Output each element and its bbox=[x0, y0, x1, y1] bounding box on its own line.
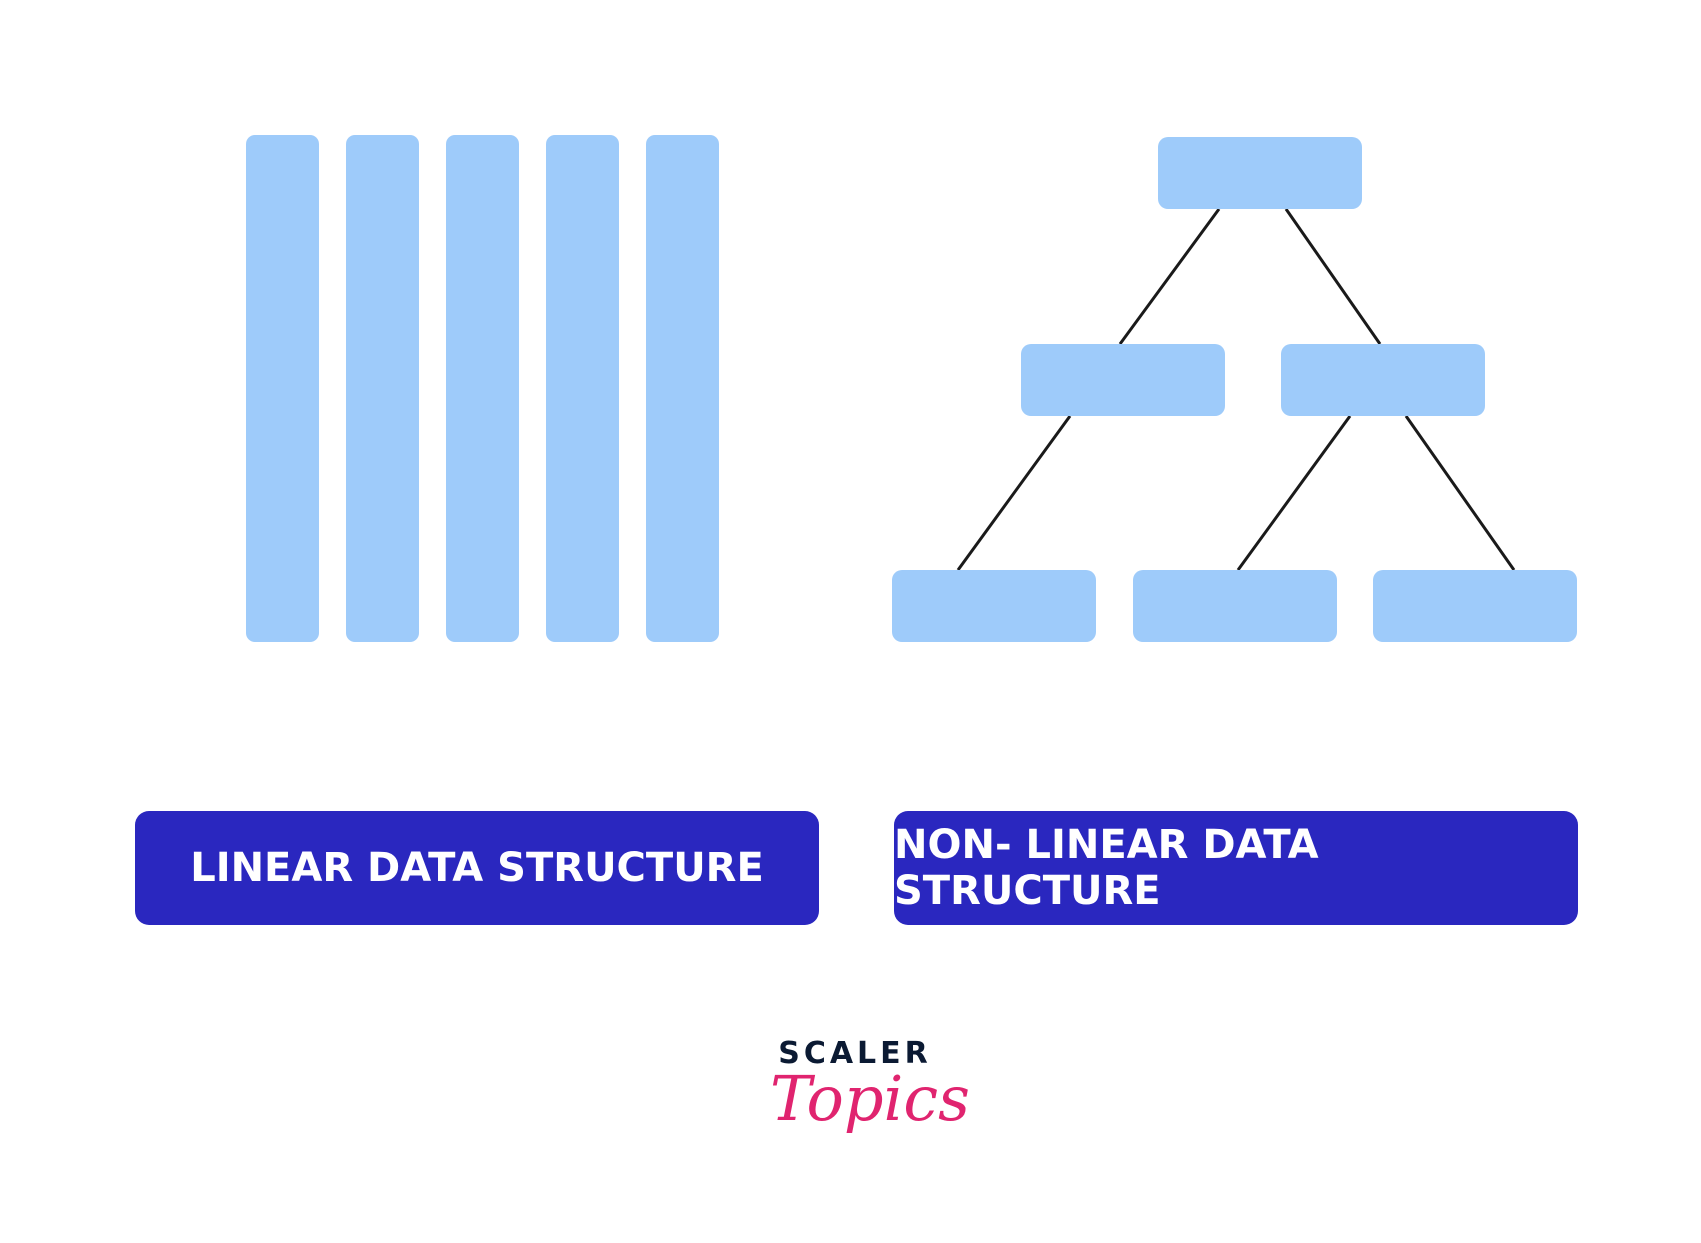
linear-data-structure-label: LINEAR DATA STRUCTURE bbox=[135, 811, 819, 925]
tree-node-leaf-3 bbox=[1373, 570, 1577, 642]
tree-nodes bbox=[892, 137, 1577, 642]
linear-element-3 bbox=[446, 135, 519, 642]
linear-element-1 bbox=[246, 135, 319, 642]
tree-node-mid-left bbox=[1021, 344, 1225, 416]
tree-edge-mid-right-to-leaf-2 bbox=[1236, 415, 1352, 571]
tree-node-leaf-2 bbox=[1133, 570, 1337, 642]
linear-element-4 bbox=[546, 135, 619, 642]
logo-scaler-text: SCALER bbox=[778, 1036, 932, 1071]
logo-topics-text: Topics bbox=[770, 1062, 970, 1135]
tree-edge-root-to-mid-left bbox=[1118, 208, 1221, 345]
linear-structure bbox=[246, 135, 719, 642]
non-linear-data-structure-label: NON- LINEAR DATA STRUCTURE bbox=[894, 811, 1578, 925]
tree-edge-mid-left-to-leaf-1 bbox=[956, 415, 1072, 571]
scaler-topics-logo: SCALER Topics bbox=[770, 1036, 970, 1166]
linear-element-2 bbox=[346, 135, 419, 642]
tree-node-mid-right bbox=[1281, 344, 1485, 416]
tree-edge-mid-right-to-leaf-3 bbox=[1404, 415, 1516, 571]
tree-node-leaf-1 bbox=[892, 570, 1096, 642]
linear-element-5 bbox=[646, 135, 719, 642]
tree-edge-root-to-mid-right bbox=[1284, 208, 1382, 345]
tree-edges bbox=[956, 208, 1516, 571]
tree-node-root bbox=[1158, 137, 1362, 209]
